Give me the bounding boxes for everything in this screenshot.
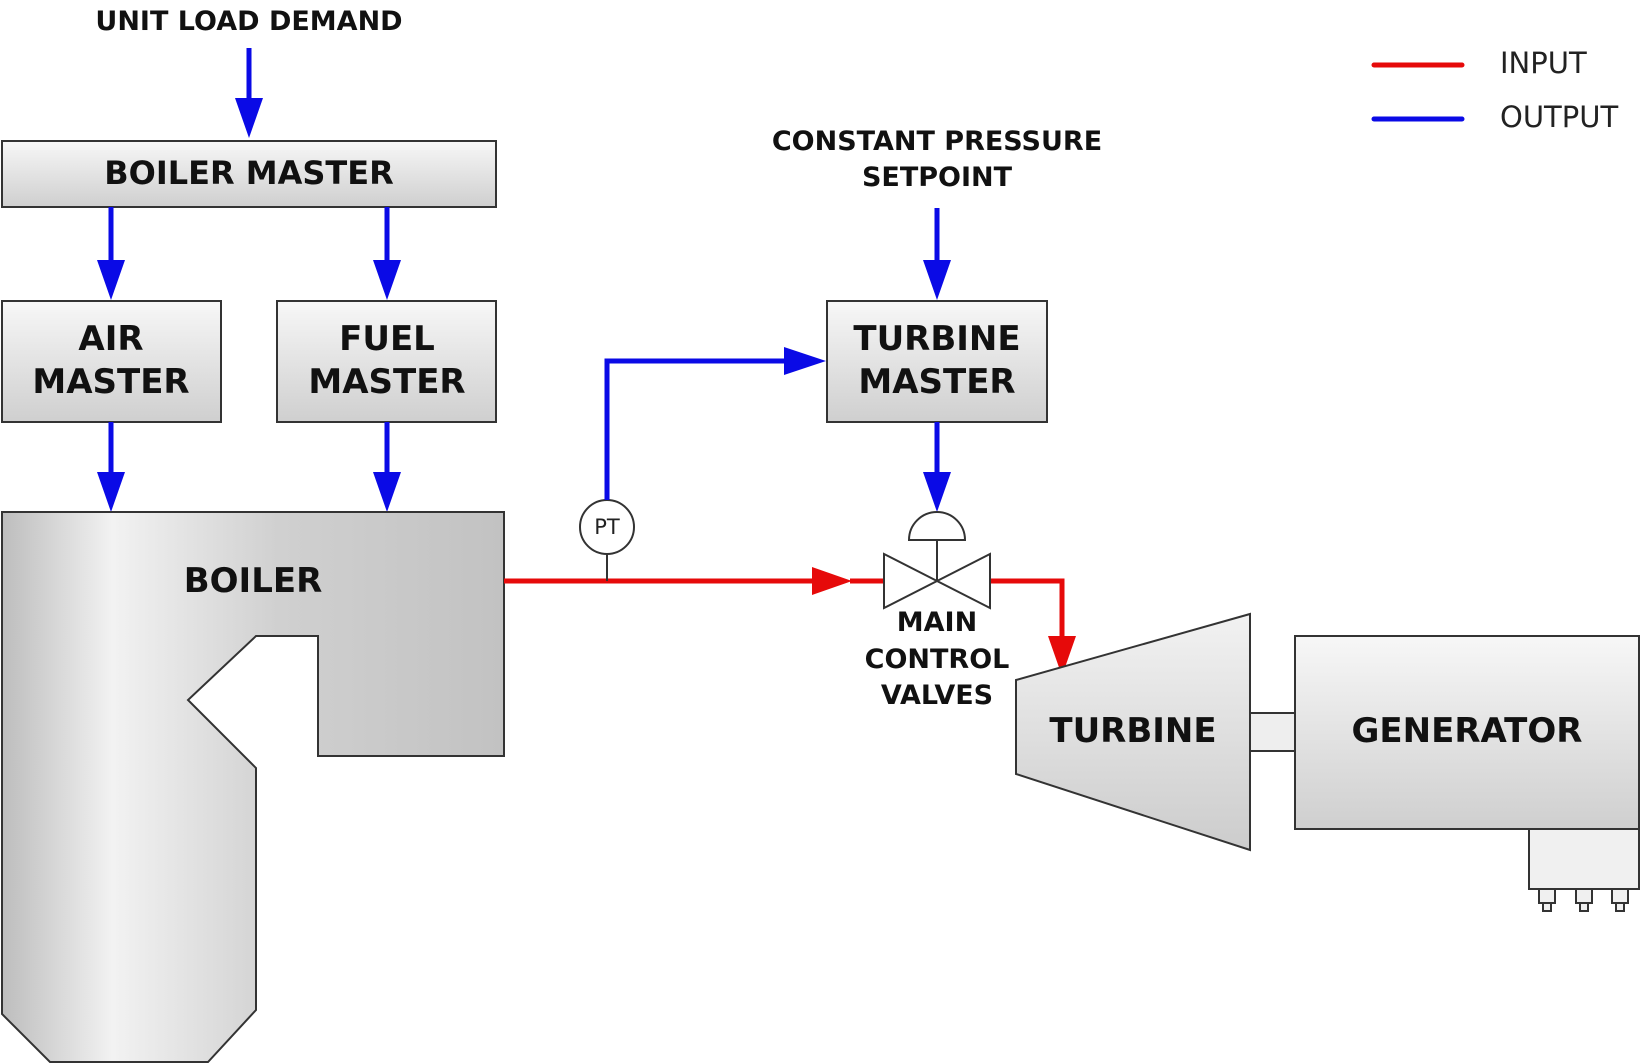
valve-label-line1: MAIN bbox=[897, 607, 977, 638]
unit-load-demand-label: UNIT LOAD DEMAND bbox=[95, 6, 402, 37]
generator-terminal-box bbox=[1528, 828, 1640, 912]
air-master-label-line2: MASTER bbox=[32, 362, 189, 402]
pt-to-turbine-master-line bbox=[604, 347, 826, 500]
turbine-shape bbox=[1015, 612, 1251, 852]
valve-label-line2: CONTROL bbox=[865, 644, 1010, 675]
fuel-master-block bbox=[276, 300, 497, 423]
generator-label: GENERATOR bbox=[1352, 711, 1583, 751]
legend: INPUT OUTPUT bbox=[1371, 46, 1618, 134]
air-master-label-line1: AIR bbox=[78, 319, 143, 359]
legend-output-label: OUTPUT bbox=[1500, 100, 1618, 134]
setpoint-label-line1: CONSTANT PRESSURE bbox=[772, 126, 1102, 157]
valve-body bbox=[883, 552, 991, 610]
main-control-valve bbox=[883, 511, 991, 610]
valve-actuator bbox=[907, 511, 967, 541]
setpoint-label-line2: SETPOINT bbox=[862, 162, 1013, 193]
fuel-master-label-line2: MASTER bbox=[308, 362, 465, 402]
unit-load-demand-arrow bbox=[235, 48, 263, 138]
pressure-transmitter-label: PT bbox=[594, 515, 620, 539]
boiler-master-block bbox=[1, 140, 497, 208]
generator-block bbox=[1294, 635, 1640, 830]
boiler-label: BOILER bbox=[184, 561, 323, 601]
fuel-to-boiler-arrow bbox=[373, 422, 401, 512]
air-to-boiler-arrow bbox=[97, 422, 125, 512]
turbine-master-label-line2: MASTER bbox=[858, 362, 1015, 402]
legend-input-label: INPUT bbox=[1500, 46, 1587, 80]
turbine-generator-shaft bbox=[1249, 712, 1296, 752]
boiler-master-label: BOILER MASTER bbox=[104, 154, 394, 192]
boiler-shape bbox=[1, 511, 505, 1063]
turbine-master-to-valve-arrow bbox=[923, 422, 951, 512]
turbine-label: TURBINE bbox=[1049, 711, 1216, 751]
turbine-master-label-line1: TURBINE bbox=[853, 319, 1020, 359]
valve-label-line3: VALVES bbox=[881, 680, 993, 711]
boiler-to-air-arrow bbox=[97, 207, 125, 300]
fuel-master-label-line1: FUEL bbox=[339, 319, 435, 359]
boiler-to-fuel-arrow bbox=[373, 207, 401, 300]
main-steam-line bbox=[504, 567, 1076, 676]
setpoint-arrow bbox=[923, 208, 951, 300]
